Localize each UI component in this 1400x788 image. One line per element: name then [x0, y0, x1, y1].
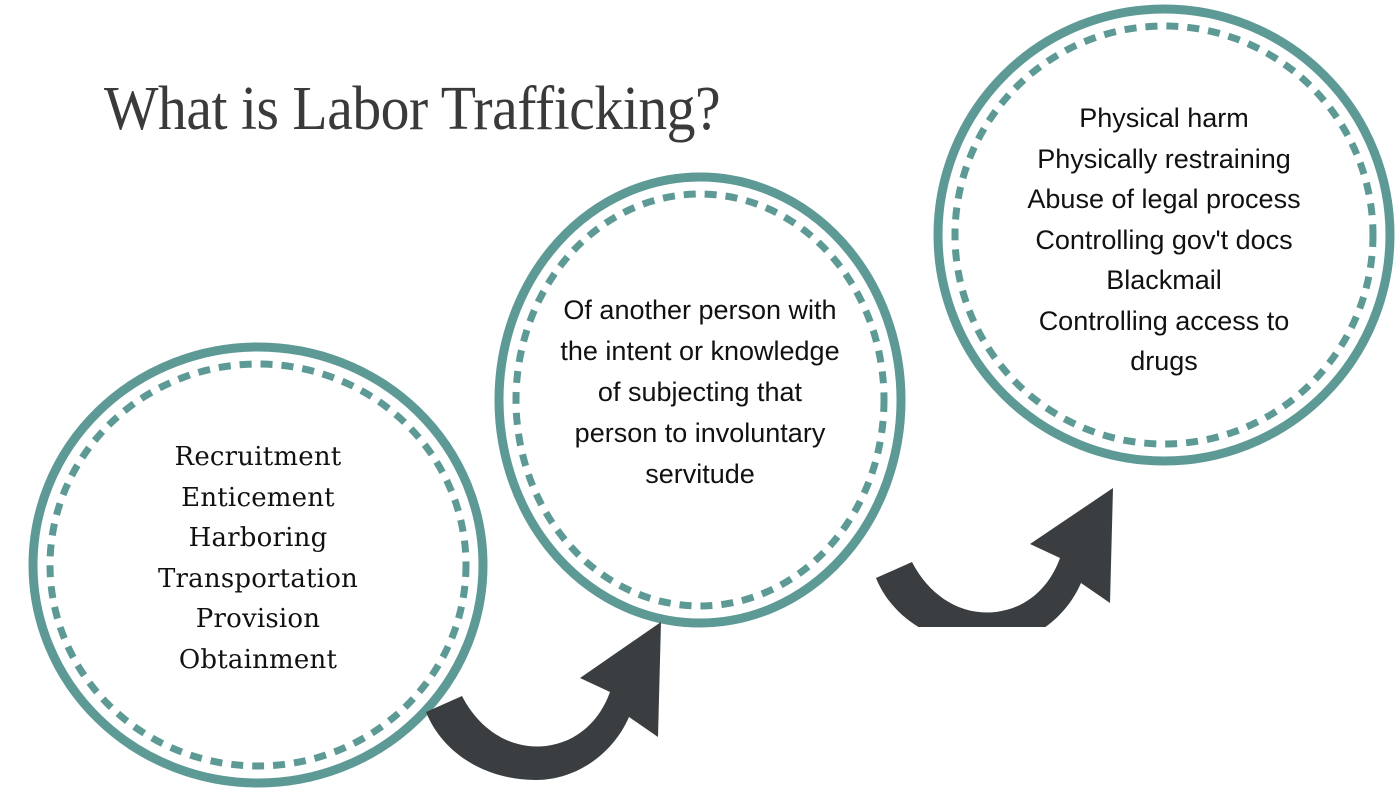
list-item: Physically restraining: [1037, 143, 1291, 174]
circle-acts-text: Recruitment Enticement Harboring Transpo…: [28, 437, 488, 680]
page-title: What is Labor Trafficking?: [104, 75, 721, 143]
inner-dashed-ring: [512, 190, 888, 610]
circle-means-text: Physical harm Physically restraining Abu…: [933, 98, 1395, 382]
list-item: Recruitment: [174, 442, 342, 472]
list-item: servitude: [645, 459, 755, 489]
list-item: Transportation: [158, 563, 358, 594]
list-item: of subjecting that: [597, 377, 803, 407]
outer-solid-ring: [494, 172, 906, 628]
list-item: Controlling gov't docs: [1035, 224, 1293, 255]
circle-purpose-text: Of another person with the intent or kno…: [494, 290, 906, 495]
circle-acts: Recruitment Enticement Harboring Transpo…: [28, 342, 488, 788]
arrow-acts-to-purpose: [420, 618, 665, 783]
list-item: drugs: [1130, 346, 1198, 376]
list-item: person to involuntary: [574, 418, 826, 448]
inner-dashed-ring: [951, 22, 1377, 448]
list-item: Of another person with: [563, 295, 837, 325]
list-item: Controlling access to: [1038, 305, 1290, 336]
inner-dashed-ring: [46, 360, 470, 770]
list-item: Abuse of legal process: [1027, 184, 1301, 214]
list-item: Enticement: [181, 482, 335, 513]
circle-purpose: Of another person with the intent or kno…: [494, 172, 906, 628]
list-item: Harboring: [188, 523, 328, 553]
curved-arrow-icon: [426, 622, 661, 780]
outer-solid-ring: [933, 4, 1395, 466]
circle-means: Physical harm Physically restraining Abu…: [933, 4, 1395, 466]
list-item: the intent or knowledge: [560, 336, 840, 366]
curved-arrow-icon: [876, 488, 1113, 646]
list-item: Blackmail: [1106, 265, 1222, 295]
list-item: Obtainment: [178, 644, 338, 675]
outer-solid-ring: [28, 342, 488, 788]
list-item: Provision: [195, 604, 321, 634]
list-item: Physical harm: [1079, 103, 1249, 133]
arrow-purpose-to-means: [870, 482, 1118, 646]
